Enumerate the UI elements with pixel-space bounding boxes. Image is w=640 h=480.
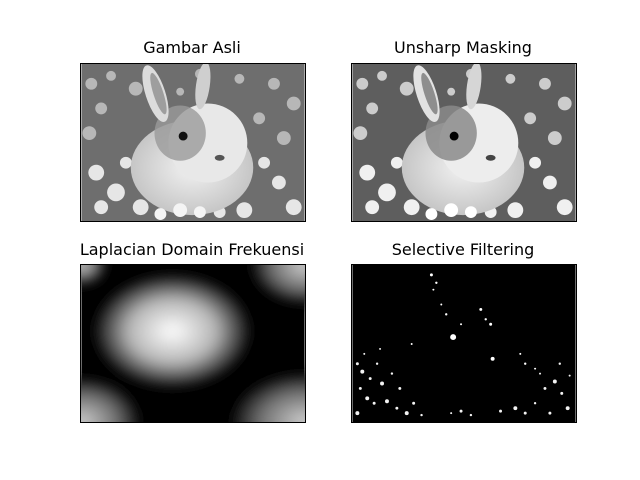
panel-title-laplacian: Laplacian Domain Frekuensi [79, 240, 305, 259]
edge-map-image [352, 265, 576, 422]
image-unsharp [351, 63, 577, 222]
panel-title-unsharp: Unsharp Masking [394, 38, 532, 57]
image-original [80, 63, 306, 222]
panel-title-original: Gambar Asli [143, 38, 241, 57]
rabbit-sharpened-image [352, 64, 576, 221]
image-laplacian [80, 264, 306, 423]
panel-title-selective: Selective Filtering [391, 240, 535, 259]
laplacian-filter-image [81, 265, 305, 422]
image-selective [351, 264, 577, 423]
rabbit-image [81, 64, 305, 221]
